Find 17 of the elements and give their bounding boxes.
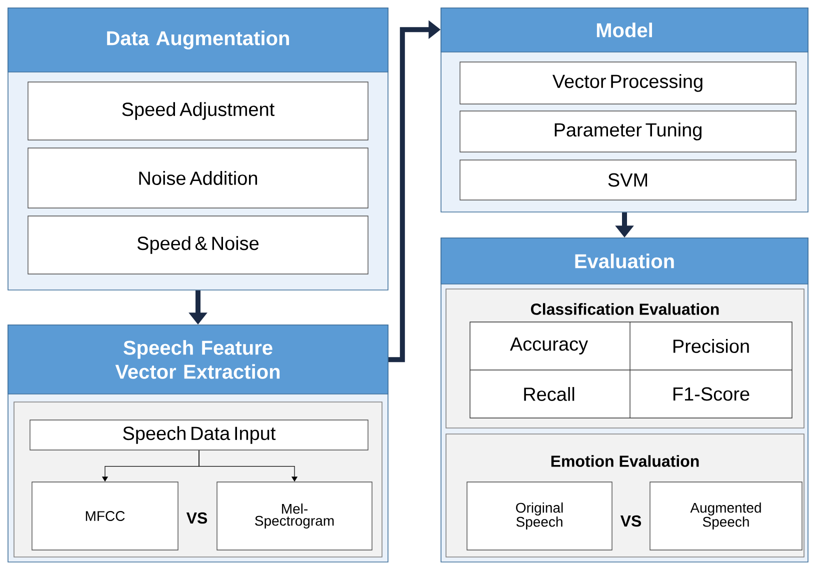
process-box: Speed Adjustment [28,82,368,140]
vs-label: VS [620,515,642,527]
process-box: MFCC [32,482,178,550]
table-cell-text: Recall [524,387,574,401]
process-box: Vector Processing [460,62,796,104]
table-cell-text: Precision [673,339,749,353]
table-cell-text: F1-Score [674,387,750,401]
process-box: Speed & Noise [28,216,368,274]
process-box: Speech Data Input [30,420,368,450]
process-box: Mel- Spectrogram [216,482,372,550]
vs-label: VS [186,512,208,524]
process-box: Augmented Speech [650,482,802,550]
process-box: Noise Addition [28,148,368,208]
process-box: Original Speech [466,482,612,550]
process-box: Parameter Tuning [460,110,796,152]
table-cell-text: Accuracy [510,338,588,354]
process-box: SVM [460,160,796,200]
